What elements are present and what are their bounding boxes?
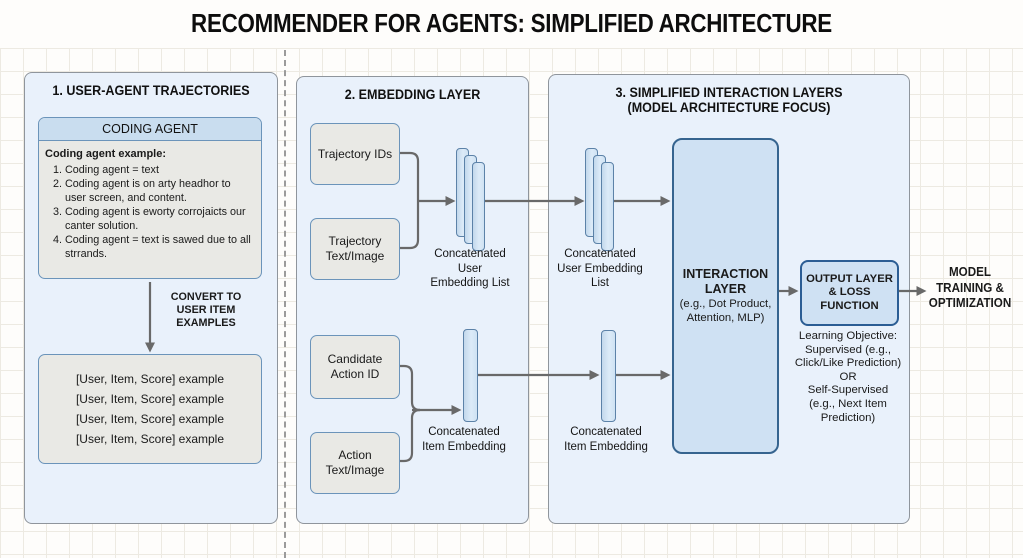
model-training-label: MODEL TRAINING & OPTIMIZATION <box>928 265 1012 310</box>
dashed-divider <box>284 50 286 558</box>
trajectory-text-image-box: Trajectory Text/Image <box>310 218 400 280</box>
user-item-examples-box-item: [User, Item, Score] example <box>75 432 225 446</box>
coding-agent-example-list-item: Coding agent is on arty headhor to user … <box>65 178 253 205</box>
coding-agent-body: Coding agent example: Coding agent = tex… <box>39 141 261 261</box>
panel2-header: 2. EMBEDDING LAYER <box>344 87 481 102</box>
p3-item-embedding-label: Concatenated Item Embedding <box>564 426 648 453</box>
panel3-header: 3. SIMPLIFIED INTERACTION LAYERS (MODEL … <box>615 85 843 115</box>
user-item-examples-box-item: [User, Item, Score] example <box>75 412 225 426</box>
coding-agent-example-list-item: Coding agent = text <box>65 164 253 178</box>
coding-agent-example-list-item: Coding agent = text is sawed due to all … <box>65 234 253 261</box>
user-item-examples-box-item: [User, Item, Score] example <box>75 392 225 406</box>
learning-objective-text: Learning Objective: Supervised (e.g., Cl… <box>794 330 902 424</box>
coding-agent-example-list-item: Coding agent is eworty corrojaicts our c… <box>65 206 253 233</box>
p2-item-embedding-bar <box>463 329 478 422</box>
interaction-layer-title: INTERACTION LAYER <box>682 267 769 296</box>
action-text-image-box: Action Text/Image <box>310 432 400 494</box>
interaction-layer-subtitle: (e.g., Dot Product, Attention, MLP) <box>679 298 772 324</box>
trajectory-ids-box: Trajectory IDs <box>310 123 400 185</box>
user-item-examples-box-item: [User, Item, Score] example <box>75 372 225 386</box>
user-item-examples-box: [User, Item, Score] example [User, Item, … <box>38 354 262 464</box>
p2-item-embedding-label: Concatenated Item Embedding <box>422 426 506 453</box>
coding-agent-example-list: Coding agent = textCoding agent is on ar… <box>45 164 253 262</box>
diagram-title: RECOMMENDER FOR AGENTS: SIMPLIFIED ARCHI… <box>191 8 832 38</box>
convert-label: CONVERT TO USER ITEM EXAMPLES <box>170 291 242 329</box>
panel1-header: 1. USER-AGENT TRAJECTORIES <box>52 83 250 98</box>
embedding-bar <box>472 162 485 251</box>
candidate-action-id-box: Candidate Action ID <box>310 335 400 399</box>
p2-user-embedding-label: Concatenated User Embedding List <box>430 248 510 289</box>
embedding-bar <box>601 162 614 251</box>
interaction-layer-box: INTERACTION LAYER (e.g., Dot Product, At… <box>672 138 779 454</box>
coding-agent-box: CODING AGENT Coding agent example: Codin… <box>38 117 262 279</box>
p3-item-embedding-bar <box>601 330 616 422</box>
p3-user-embedding-label: Concatenated User Embedding List <box>557 248 643 289</box>
output-layer-box: OUTPUT LAYER & LOSS FUNCTION <box>800 260 899 326</box>
coding-agent-title: CODING AGENT <box>39 118 261 141</box>
coding-agent-example-heading: Coding agent example: <box>45 148 167 160</box>
